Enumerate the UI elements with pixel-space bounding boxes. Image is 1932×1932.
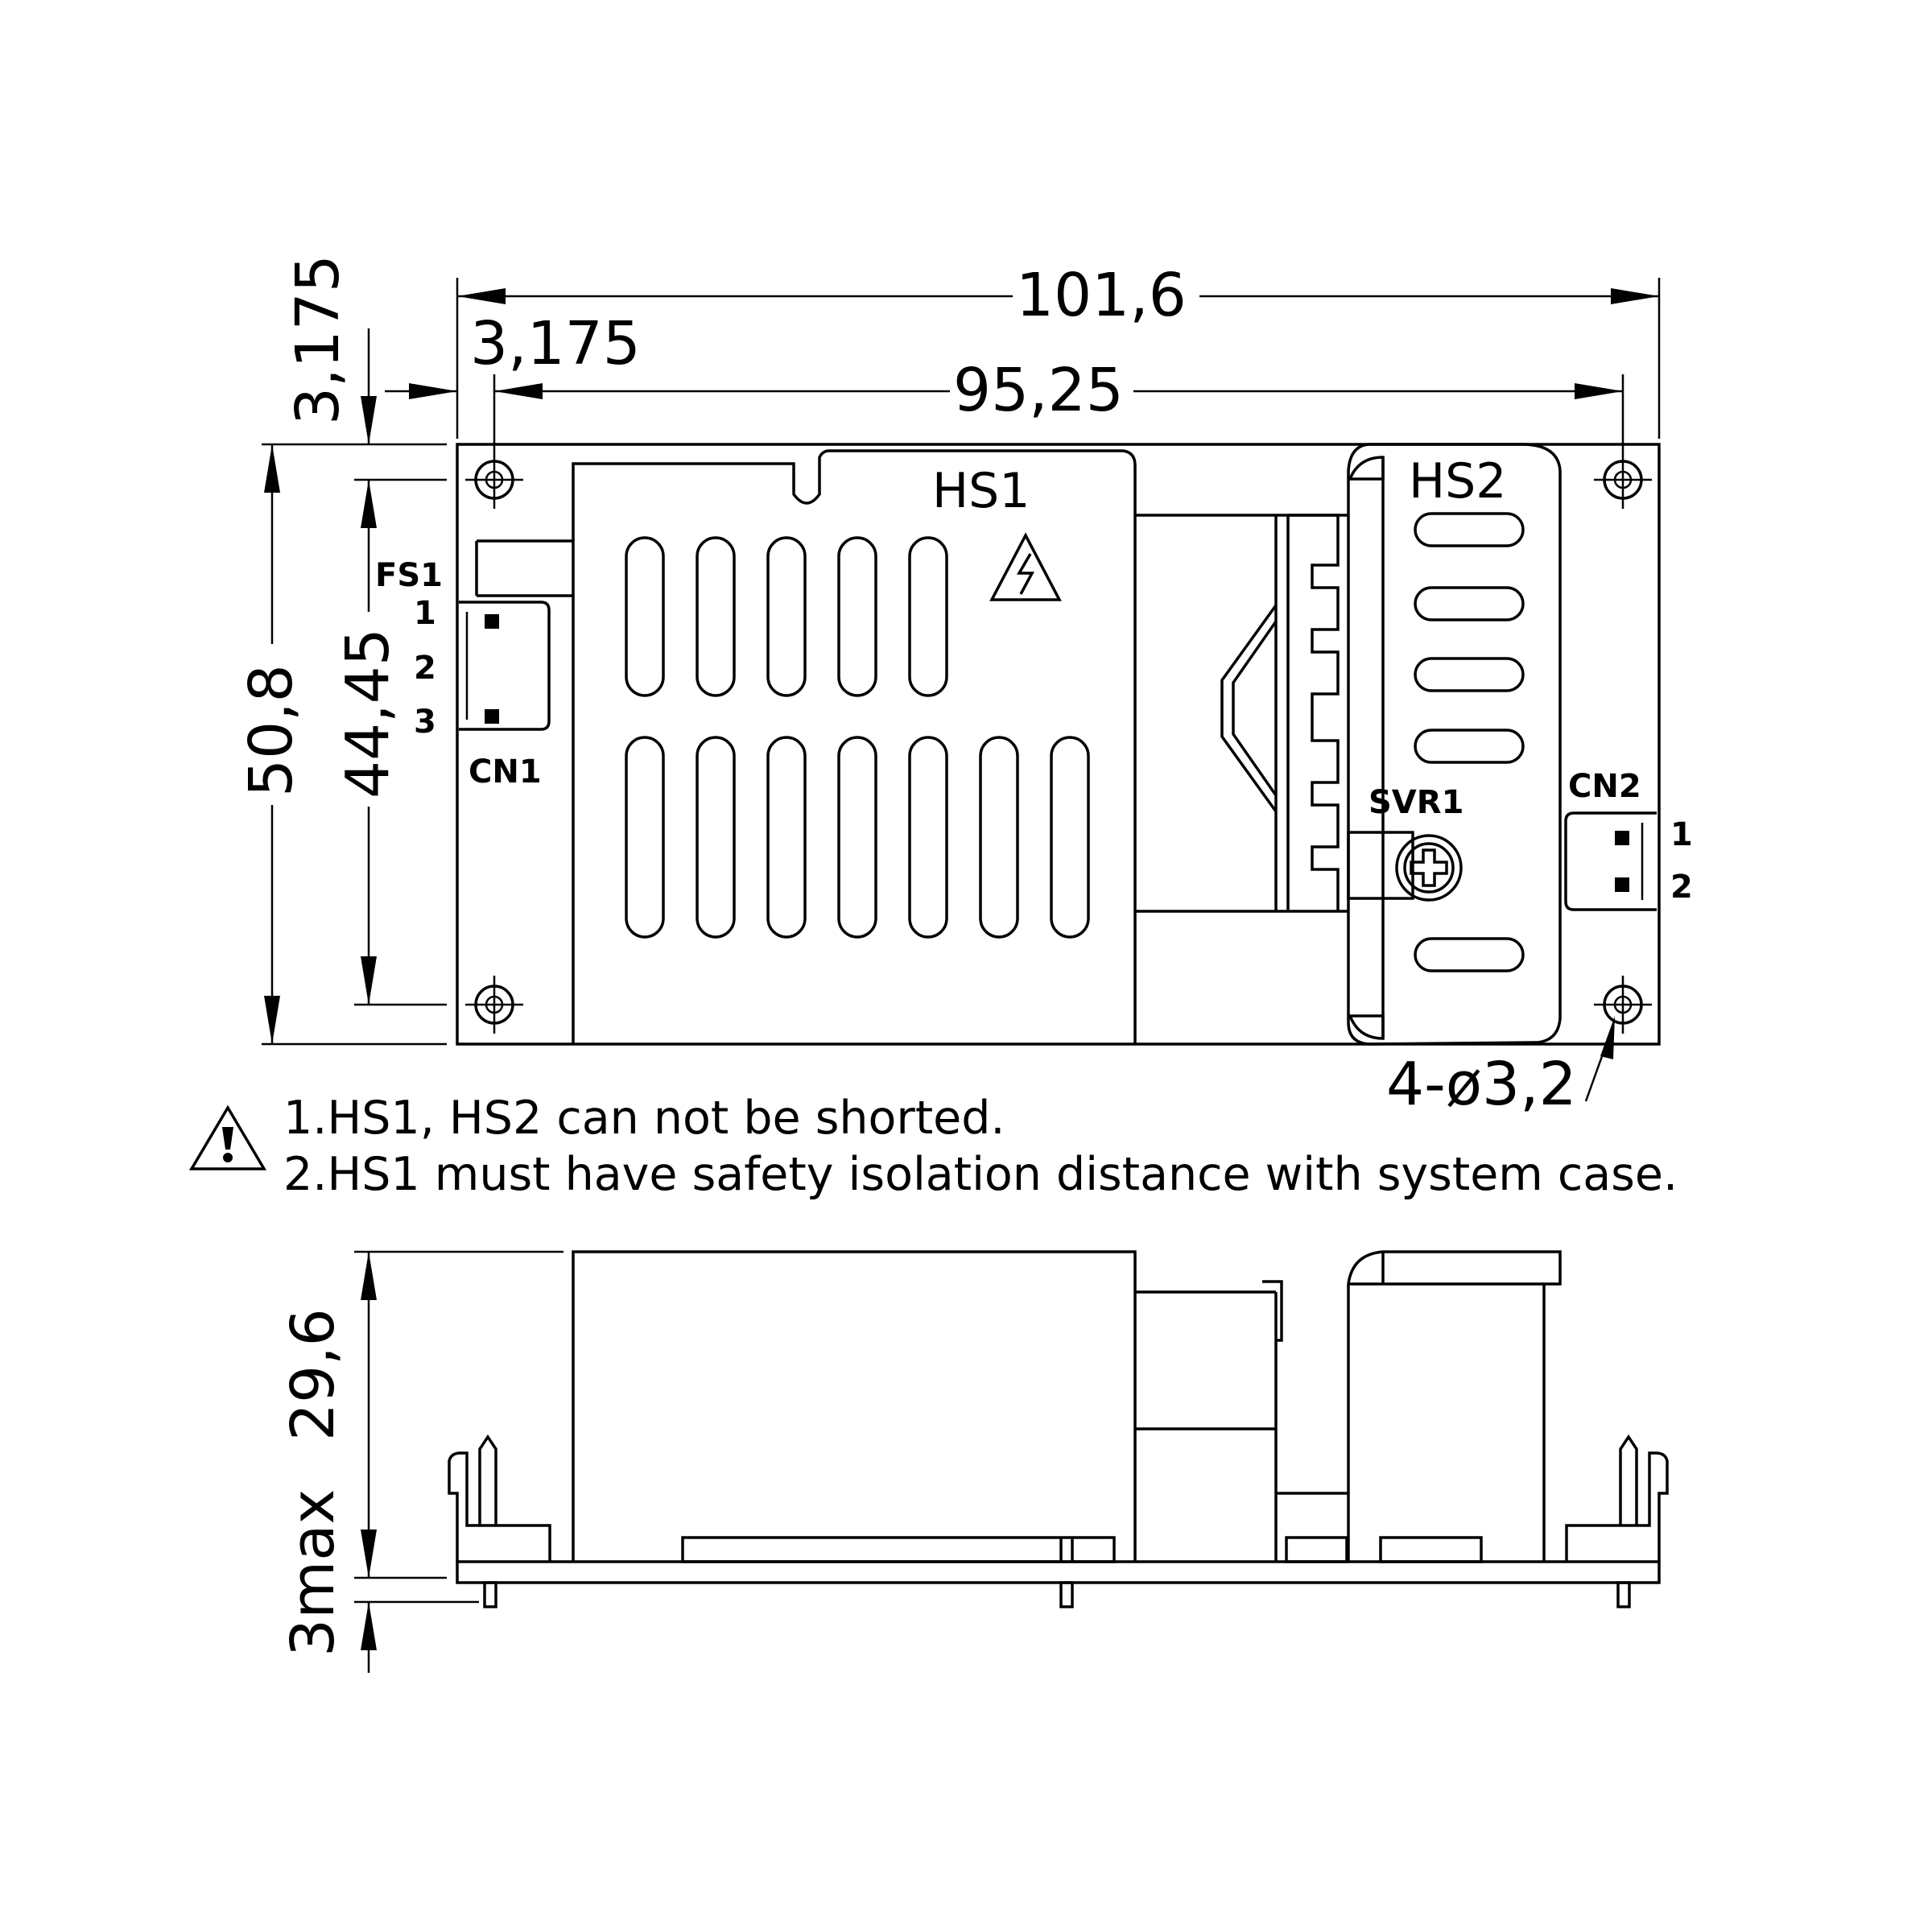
pcb-side — [456, 1560, 1661, 1584]
hs1-label: HS1 — [932, 463, 1030, 519]
fs1-fuse — [475, 539, 573, 597]
hs2-label: HS2 — [1409, 453, 1506, 510]
mounting-hole-icon — [465, 976, 523, 1034]
transformer-side — [1135, 1280, 1348, 1563]
right-clip — [1565, 1451, 1669, 1562]
dim-mounting-holes: 4-ø3,2 — [1386, 1050, 1577, 1119]
cn2-pin: 1 — [1670, 816, 1693, 853]
dim-component-height: 29,6 — [279, 1308, 348, 1441]
mounting-hole-icon — [1594, 976, 1652, 1034]
dim-overall-height: 50,8 — [237, 664, 306, 797]
cn1-label: CN1 — [469, 753, 542, 791]
cn2-pin: 2 — [1670, 869, 1693, 906]
dim-pin-length: 3max — [279, 1489, 348, 1657]
dim-hole-offset-y: 3,175 — [283, 254, 353, 425]
svr1-label: SVR1 — [1368, 784, 1463, 821]
hs1-slots-bottom — [625, 736, 1090, 939]
hs1-heatsink — [572, 449, 1137, 1044]
hs1-slots-top — [625, 536, 948, 697]
cn2-connector — [1564, 811, 1657, 911]
top-dimensions: 101,6 95,25 3,175 — [385, 261, 1661, 451]
fs1-label: FS1 — [375, 557, 443, 594]
side-view — [448, 1250, 1669, 1608]
svr1-body — [1347, 831, 1414, 900]
dim-hole-offset-x: 3,175 — [470, 309, 641, 378]
mounting-hole-icon — [1594, 451, 1652, 509]
pcb-outline — [456, 443, 1661, 1046]
cn2-label: CN2 — [1568, 768, 1641, 805]
mounting-hole-icon — [465, 451, 523, 509]
note-line-2: 2.HS1 must have safety isolation distanc… — [283, 1148, 1678, 1201]
screw-head-icon — [1395, 834, 1463, 902]
left-clip — [448, 1451, 551, 1562]
note-line-1: 1.HS1, HS2 can not be shorted. — [283, 1092, 1005, 1145]
notes: 1.HS1, HS2 can not be shorted. 2.HS1 mus… — [188, 1092, 1678, 1201]
cn1-pin: 3 — [414, 704, 436, 741]
dim-hole-pitch-x: 95,25 — [953, 356, 1124, 425]
left-dimensions: 50,8 44,45 3,175 4-ø3,2 — [237, 254, 1615, 1119]
top-view: HS1 HS2 — [375, 443, 1693, 1046]
dim-hole-pitch-y: 44,45 — [333, 628, 402, 799]
warning-icon — [188, 1104, 267, 1170]
hs2-side — [1347, 1250, 1562, 1562]
hazard-voltage-icon — [989, 532, 1062, 601]
hs2-slots — [1414, 512, 1525, 972]
cn1-pin: 2 — [414, 650, 436, 687]
dim-overall-width: 101,6 — [1016, 261, 1187, 330]
transformer-block — [1135, 514, 1348, 913]
hs2-heatsink — [1347, 443, 1562, 1046]
side-dimensions: 29,6 3max — [279, 1250, 564, 1673]
cn1-pin: 1 — [414, 595, 436, 632]
cn1-connector — [459, 601, 551, 731]
hs1-side — [572, 1250, 1137, 1562]
